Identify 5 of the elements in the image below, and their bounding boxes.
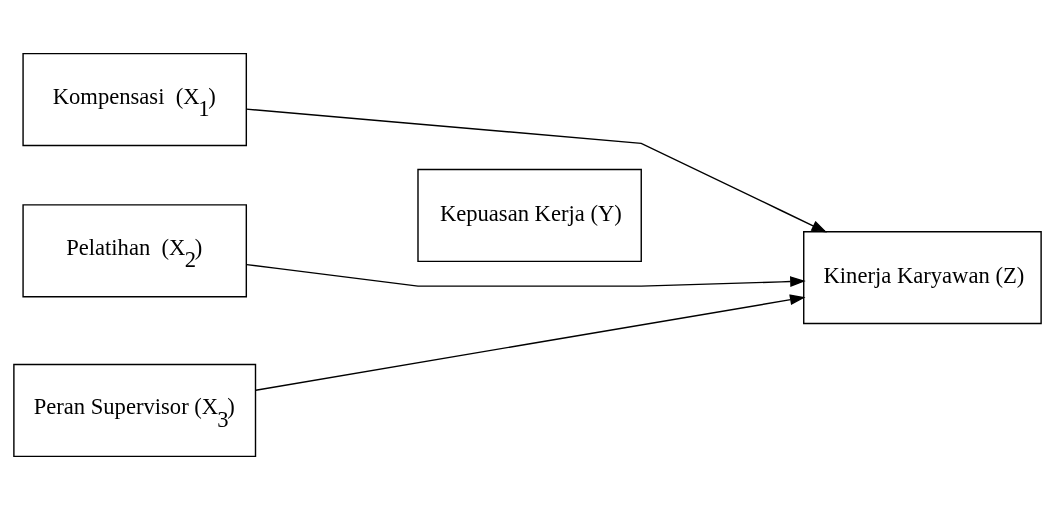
arrow	[255, 294, 806, 391]
node-box: Kepuasan Kerja (Y)	[417, 168, 642, 263]
arrow	[245, 108, 828, 233]
arrow	[246, 263, 806, 287]
node-box: Kinerja Karyawan (Z)	[803, 231, 1042, 325]
